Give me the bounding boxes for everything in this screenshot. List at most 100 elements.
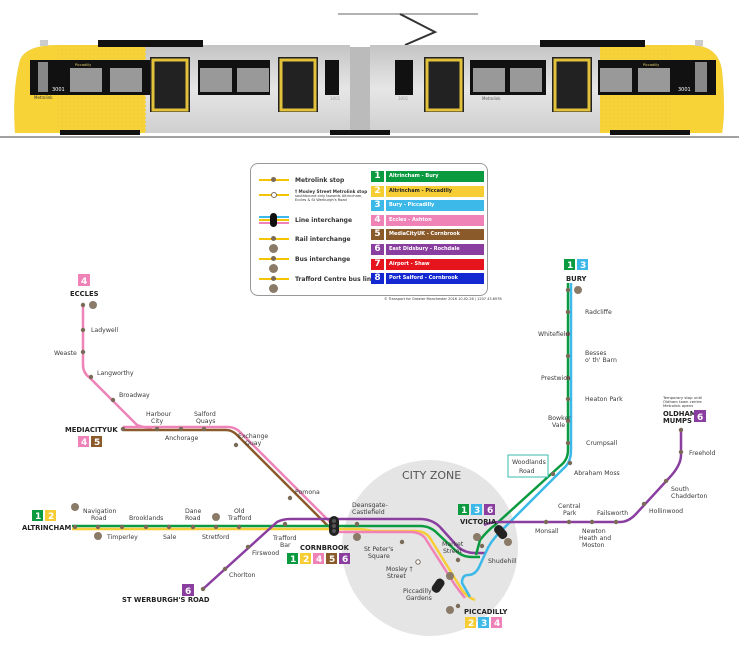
stops — [71, 286, 684, 614]
badge-number: 1 — [35, 512, 41, 522]
stop-bury — [565, 287, 571, 293]
label-timperley: Timperley — [106, 534, 138, 541]
label-bowker-vale-2: Vale — [552, 422, 565, 429]
label-crumpsall: Crumpsall — [586, 440, 617, 447]
terminus-eccles: 4 ECCLES — [70, 274, 99, 298]
label-st-werburghs-road: ST WERBURGH'S ROAD — [122, 596, 210, 604]
badge-number: 3 — [580, 261, 586, 271]
tram-car-left: 3001 Metrolink Piccadilly 3001 — [14, 40, 350, 133]
line-badge-6 — [484, 504, 495, 515]
stop-prestwich — [565, 375, 571, 381]
line-name: Port Salford - Cornbrook — [386, 273, 484, 285]
rail-icon — [353, 533, 361, 541]
label-stretford: Stretford — [202, 534, 229, 541]
bogie — [610, 130, 690, 135]
metrolink-stop-icon — [259, 173, 289, 187]
line-name: East Didsbury - Rochdale — [386, 244, 484, 255]
line-number-badge: 4 — [371, 214, 384, 226]
badge-number: 4 — [81, 277, 87, 287]
label-woodlands-road-2: Road — [519, 468, 535, 475]
stop-whitefield — [565, 331, 571, 337]
label-oldham: OLDHAM — [663, 410, 697, 418]
stop-trafford-bar — [282, 521, 288, 527]
stop-exchange-quay — [233, 442, 239, 448]
stop-freehold — [678, 449, 684, 455]
label-bowker-vale: Bowker — [548, 415, 571, 422]
line-number-badge: 5 — [371, 229, 384, 241]
terminus-st-werburghs-road: 6 ST WERBURGH'S ROAD — [122, 584, 210, 604]
line-badge-2 — [45, 510, 56, 521]
terminus-piccadilly: PICCADILLY 2 3 4 — [464, 608, 508, 629]
stop-altrincham — [72, 524, 78, 530]
terminus-bury: 1 3 BURY — [564, 259, 588, 283]
label-navigation-road-2: Road — [91, 515, 107, 522]
badge-number: 5 — [329, 555, 335, 565]
stop-weaste — [80, 349, 86, 355]
badge-number: 4 — [316, 555, 322, 565]
stop-south-chadderton — [663, 478, 669, 484]
oldham-note: Temporary stop until — [662, 395, 702, 400]
label-newton-heath-2: Heath and — [579, 535, 611, 542]
stop-anchorage — [178, 426, 184, 432]
terminus-cornbrook: CORNBROOK 1 2 4 5 6 — [287, 544, 350, 565]
label-altrincham: ALTRINCHAM — [22, 524, 71, 532]
bus-interchange-icon — [259, 252, 289, 273]
badge-number: 2 — [48, 512, 54, 522]
legend-label: Trafford Centre bus link — [295, 275, 376, 283]
label-pomona: Pomona — [295, 489, 320, 496]
label-deansgate: Deansgate- — [352, 502, 388, 509]
label-salford-quays: Salford — [194, 411, 216, 418]
label-harbour-city: Harbour — [146, 411, 172, 418]
label-trafford-bar-2: Bar — [280, 542, 291, 549]
label-brooklands: Brooklands — [129, 515, 163, 522]
label-piccadilly-gardens: Piccadilly — [403, 588, 432, 595]
legend-line-interchange: Line interchange — [259, 213, 352, 227]
legend-trafford-bus-link: Trafford Centre bus link — [259, 272, 376, 293]
label-mosley-street: Mosley † — [386, 566, 413, 573]
legend-label: Metrolink stop — [295, 176, 345, 184]
map-legend: Metrolink stop † Mosley Street Metrolink… — [250, 163, 488, 296]
label-market-street-2: Street — [443, 548, 462, 555]
line-badge-5 — [91, 436, 102, 447]
label-ladywell: Ladywell — [91, 327, 118, 334]
trafford-bus-link-icon — [259, 272, 289, 293]
legend-rail-interchange: Rail interchange — [259, 232, 351, 253]
brand-label-right: Metrolink — [482, 96, 501, 101]
label-freehold: Freehold — [689, 450, 716, 457]
rail-icon — [94, 532, 102, 540]
stop-broadway — [110, 397, 116, 403]
line-badge-2 — [465, 617, 476, 628]
label-st-peters-2: Square — [368, 553, 390, 560]
articulation — [350, 47, 370, 133]
label-shudehill: Shudehill — [488, 558, 517, 565]
label-dane-road: Dane — [185, 508, 201, 515]
label-exchange-quay: Exchange — [238, 433, 268, 440]
terminus-mediacityuk: MEDIACITYUK 4 5 — [65, 426, 118, 448]
stop-firswood — [245, 544, 251, 550]
label-st-peters: St Peter's — [364, 546, 393, 553]
line-interchange-icon — [259, 213, 289, 227]
line-badge-6 — [182, 584, 194, 596]
label-mumps: MUMPS — [663, 417, 692, 425]
legend-label: Rail interchange — [295, 235, 351, 243]
stop-hollinwood — [641, 501, 647, 507]
line-name: Eccles - Ashton — [386, 214, 484, 226]
label-failsworth: Failsworth — [597, 510, 628, 517]
badge-number: 6 — [342, 555, 348, 565]
bus-icon — [473, 533, 481, 541]
bus-icon — [212, 513, 220, 521]
line-badge-4 — [78, 436, 89, 447]
oldham-note-2: Oldham town centre — [663, 399, 702, 404]
terminus-victoria: 1 3 6 VICTORIA — [458, 504, 497, 526]
line-badge-3 — [478, 617, 489, 628]
tram-car-right: 3001 Metrolink Piccadilly 3001 — [370, 40, 724, 133]
line-badge-1 — [32, 510, 43, 521]
line-badge-6 — [339, 553, 350, 564]
label-exchange-quay-2: Quay — [245, 440, 262, 447]
bogie — [330, 130, 390, 135]
label-abraham-moss: Abraham Moss — [574, 470, 620, 477]
stop-failsworth — [613, 519, 619, 525]
